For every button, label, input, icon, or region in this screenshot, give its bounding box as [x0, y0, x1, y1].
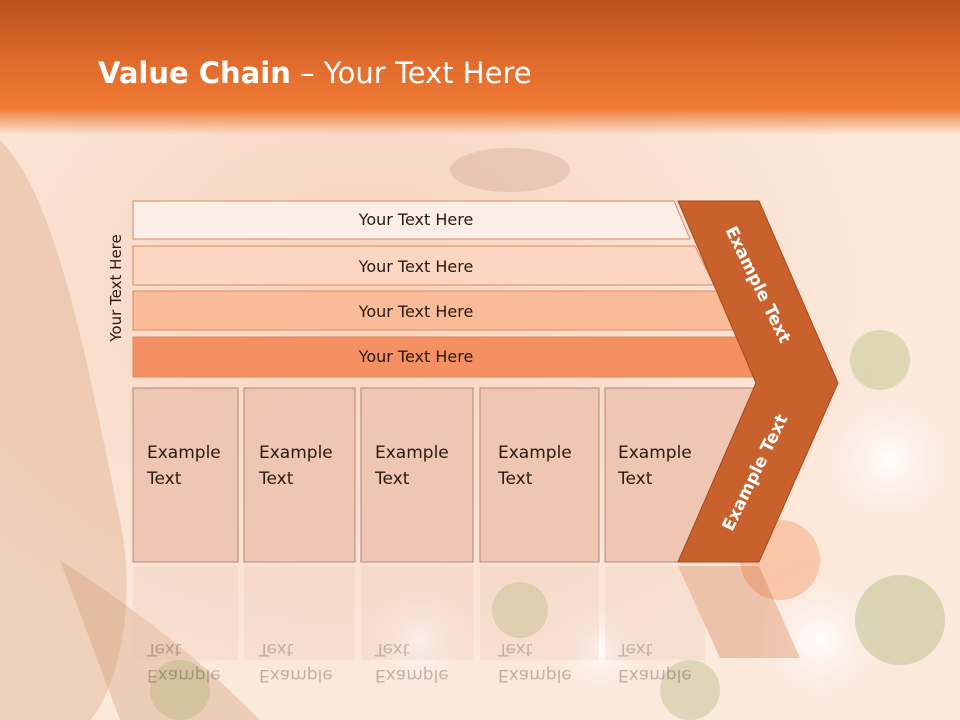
column-3-line1: Example	[375, 443, 449, 463]
side-label: Your Text Here	[107, 234, 125, 342]
column-3-box	[360, 387, 474, 563]
column-1[interactable]: Example Text	[132, 387, 239, 563]
column-5-line2: Text	[617, 469, 653, 489]
reflection-column-5	[605, 566, 705, 660]
bar-3-label: Your Text Here	[358, 302, 474, 321]
reflection-text-1: Example	[147, 665, 221, 685]
reflection-column-1	[133, 566, 238, 660]
column-3-line2: Text	[374, 469, 410, 489]
column-1-line2: Text	[146, 469, 182, 489]
reflection-text-5: Example	[618, 665, 692, 685]
header-band	[0, 0, 960, 135]
reflection-column-4	[480, 566, 599, 660]
column-4-line1: Example	[498, 443, 572, 463]
bar-1-shape	[132, 200, 691, 240]
chevron-shape	[677, 200, 839, 563]
column-4-line2: Text	[497, 469, 533, 489]
reflection-text-2b: Text	[258, 639, 294, 659]
reflection-chevron	[678, 566, 800, 658]
column-2-line1: Example	[259, 443, 333, 463]
column-4-box	[479, 387, 600, 563]
column-2-box	[243, 387, 356, 563]
title-rest: – Your Text Here	[290, 56, 532, 90]
title-bold: Value Chain	[98, 56, 291, 90]
column-1-line1: Example	[147, 443, 221, 463]
bar-2[interactable]: Your Text Here	[132, 245, 715, 286]
column-1-box	[132, 387, 239, 563]
reflection-text-3b: Text	[374, 639, 410, 659]
column-3[interactable]: Example Text	[360, 387, 474, 563]
reflection-text-1b: Text	[146, 639, 182, 659]
bar-4-label: Your Text Here	[358, 347, 474, 366]
column-4[interactable]: Example Text	[479, 387, 600, 563]
bar-3[interactable]: Your Text Here	[132, 290, 740, 331]
reflection-column-3	[361, 566, 473, 660]
column-2-line2: Text	[258, 469, 294, 489]
chevron-arrow[interactable]: Example Text Example Text	[677, 200, 839, 563]
reflection-text-3: Example	[375, 665, 449, 685]
reflection-text-4: Example	[498, 665, 572, 685]
reflection-text-4b: Text	[497, 639, 533, 659]
bar-4[interactable]: Your Text Here	[132, 336, 765, 378]
bar-2-label: Your Text Here	[358, 257, 474, 276]
column-5-line1: Example	[618, 443, 692, 463]
reflection-text-2: Example	[259, 665, 333, 685]
reflection-column-2	[244, 566, 355, 660]
slide-title: Value Chain – Your Text Here	[98, 56, 532, 90]
bar-1-label: Your Text Here	[358, 210, 474, 229]
column-2[interactable]: Example Text	[243, 387, 356, 563]
reflection-text-5b: Text	[617, 639, 653, 659]
bar-1[interactable]: Your Text Here	[132, 200, 691, 240]
reflection: Example Text Example Text Example Text E…	[133, 566, 800, 685]
column-5[interactable]: Example Text	[604, 387, 757, 563]
